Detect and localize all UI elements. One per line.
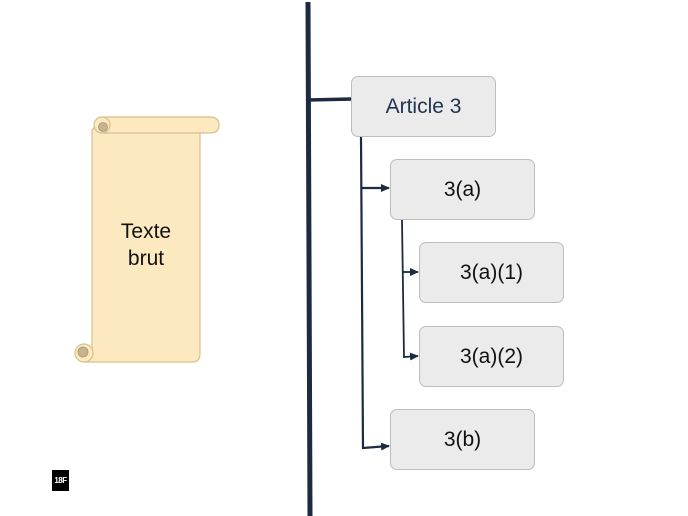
scroll-label-line1: Texte [120,220,172,243]
root-trunk [359,136,365,450]
connector-to-3b [362,442,390,451]
node-3a: 3(a) [390,159,535,220]
divider-to-root-connector [307,97,353,102]
scroll-label: Texte brut [92,218,200,272]
node-3b: 3(b) [390,409,535,470]
vertical-divider [305,1,313,516]
scroll-icon [74,116,220,363]
node-3a2: 3(a)(2) [419,326,564,387]
connector-to-3a2 [403,352,419,361]
logo-18f: 18F [52,470,69,491]
node-article-3: Article 3 [351,76,496,137]
sub-trunk-3a [401,219,405,359]
scroll-label-line2: brut [127,247,165,270]
node-3a1: 3(a)(1) [419,242,564,303]
